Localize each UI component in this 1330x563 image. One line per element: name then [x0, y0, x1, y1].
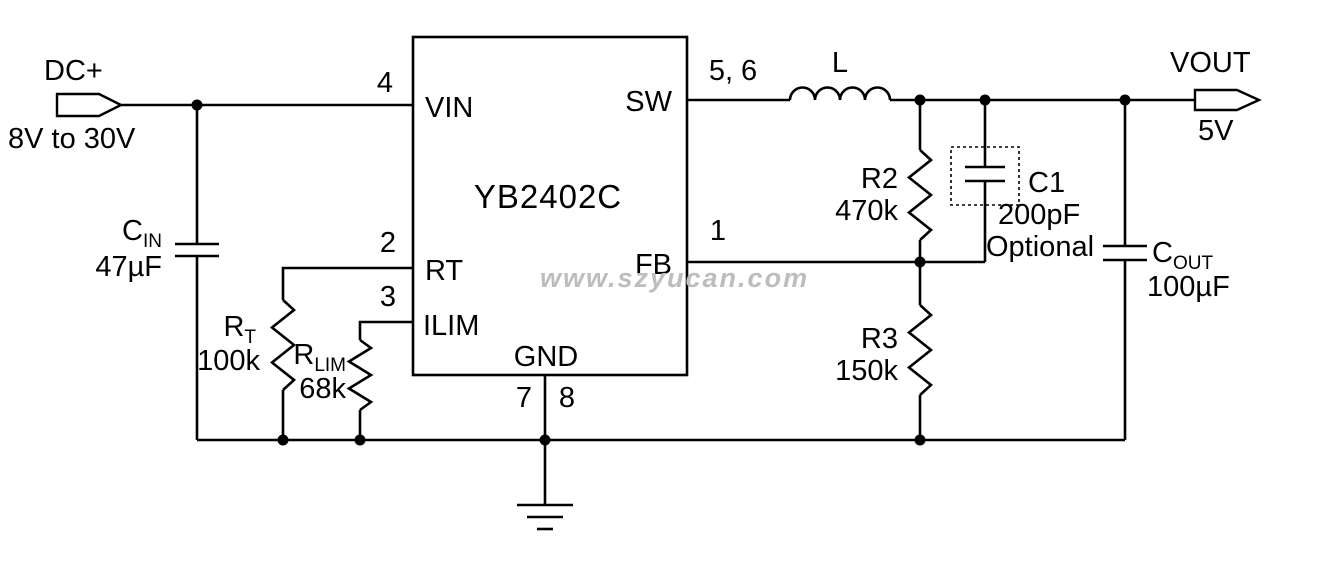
junction-gnd-stem — [539, 434, 551, 446]
output-connector: VOUT 5V — [1170, 47, 1262, 147]
resistor-rt: RT 100k — [197, 266, 413, 440]
pin-number-3: 3 — [380, 281, 396, 313]
ic-body — [411, 35, 689, 377]
cout-value: 100µF — [1147, 271, 1230, 303]
c1-optional-box — [950, 146, 1020, 206]
junction-vin — [191, 99, 203, 111]
dc-plus-connector-icon — [55, 92, 124, 118]
ic-pin-label-fb: FB — [635, 249, 672, 281]
inductor-coil — [788, 86, 892, 101]
input-range: 8V to 30V — [8, 123, 136, 155]
rt-wire-top — [281, 266, 413, 300]
r3-ref: R3 — [861, 323, 898, 355]
rt-value: 100k — [197, 345, 260, 377]
ic-pin-label-sw: SW — [625, 86, 672, 118]
rlim-value: 68k — [299, 373, 346, 405]
output-label: VOUT — [1170, 47, 1251, 79]
cout-ref: C — [1152, 237, 1173, 269]
cin-plates — [175, 242, 219, 258]
capacitor-cout: COUT 100µF — [1103, 100, 1230, 440]
junction-gnd-r3 — [914, 434, 926, 446]
r3-zigzag — [906, 304, 934, 396]
junction-dots — [191, 94, 1131, 446]
ic-pin-label-vin: VIN — [425, 92, 473, 124]
ic-pin-label-ilim: ILIM — [423, 310, 479, 342]
ic-yb2402c: YB2402C VIN RT ILIM SW FB GND 4 2 3 5, 6… — [377, 35, 757, 414]
rlim-ref-label: RLIM — [293, 339, 346, 376]
rlim-wire-top — [358, 320, 413, 340]
cin-ref-label: CIN — [122, 215, 162, 252]
rt-ref-label: RT — [223, 311, 256, 348]
rt-zigzag — [269, 299, 297, 391]
resistor-r3: R3 150k — [835, 262, 934, 440]
pin-number-4: 4 — [377, 67, 393, 99]
rlim-zigzag — [346, 338, 374, 412]
junction-sw-c1 — [979, 94, 991, 106]
ic-pin-label-rt: RT — [425, 255, 463, 287]
input-label: DC+ — [44, 55, 103, 87]
ic-pin-label-gnd: GND — [514, 341, 578, 373]
pin-number-7: 7 — [516, 382, 532, 414]
pin-number-5-6: 5, 6 — [709, 55, 757, 87]
rlim-ref: R — [293, 339, 314, 371]
rt-sub: T — [244, 327, 256, 348]
output-value: 5V — [1198, 115, 1234, 147]
c1-note: Optional — [986, 231, 1094, 263]
r2-value: 470k — [835, 195, 898, 227]
junction-fb — [914, 256, 926, 268]
ground-symbol — [517, 503, 573, 531]
input-connector: DC+ 8V to 30V — [8, 55, 136, 155]
ic-name: YB2402C — [474, 178, 622, 215]
junction-sw-r2 — [914, 94, 926, 106]
junction-gnd-rlim — [354, 434, 366, 446]
cin-ref: C — [122, 215, 143, 247]
resistor-r2: R2 470k — [835, 100, 934, 262]
capacitor-c1: C1 200pF Optional — [950, 100, 1094, 263]
pin-number-8: 8 — [559, 382, 575, 414]
rlim-sub: LIM — [314, 355, 346, 376]
cout-ref-label: COUT — [1152, 237, 1213, 274]
r2-zigzag — [906, 149, 934, 241]
inductor-l: L — [788, 47, 892, 101]
rt-ref: R — [223, 311, 244, 343]
junction-gnd-rt — [277, 434, 289, 446]
cin-sub: IN — [143, 231, 162, 252]
c1-ref: C1 — [1028, 167, 1065, 199]
capacitor-cin: CIN 47µF — [95, 105, 219, 440]
cin-value: 47µF — [95, 251, 162, 283]
cout-sub: OUT — [1173, 253, 1214, 274]
junction-sw-cout — [1119, 94, 1131, 106]
r3-value: 150k — [835, 355, 898, 387]
resistor-rlim: RLIM 68k — [293, 320, 413, 440]
watermark-text: www.szyucan.com — [540, 263, 809, 293]
cout-plates — [1103, 244, 1147, 262]
c1-value: 200pF — [998, 199, 1080, 231]
inductor-label: L — [832, 47, 848, 79]
pin-number-2: 2 — [380, 227, 396, 259]
c1-plates — [965, 165, 1005, 183]
pin-number-1: 1 — [710, 215, 726, 247]
vout-connector-icon — [1193, 88, 1262, 112]
r2-ref: R2 — [861, 163, 898, 195]
